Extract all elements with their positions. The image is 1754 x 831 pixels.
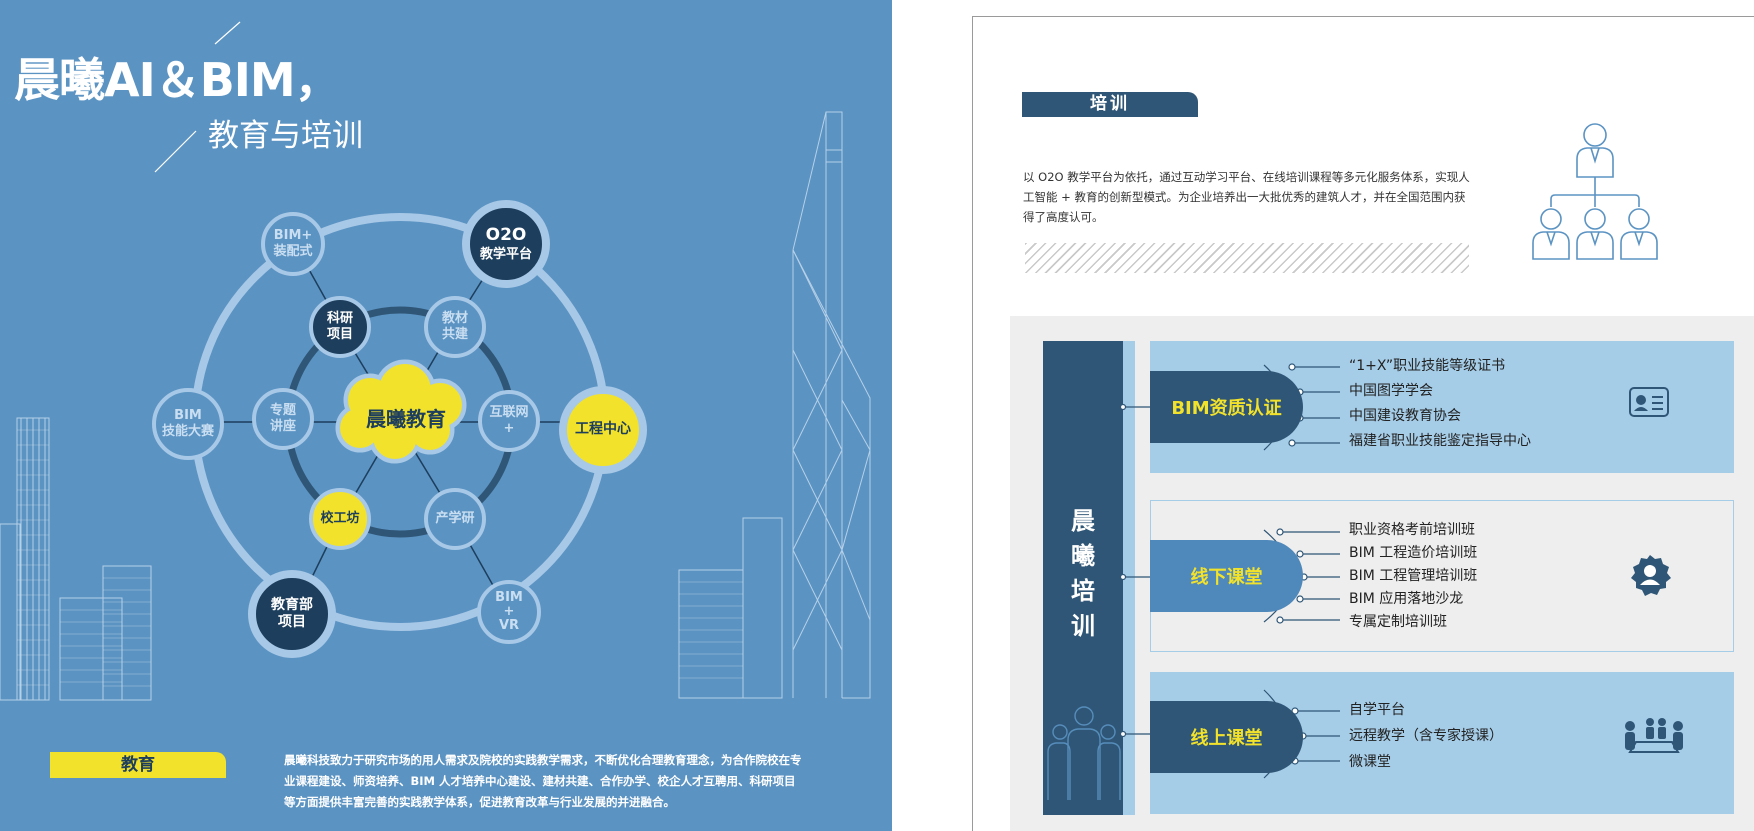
hatch-divider <box>1025 243 1469 273</box>
section-label-certification: BIM资质认证 <box>1150 371 1303 443</box>
list-item: 专属定制培训班 <box>1349 614 1447 630</box>
node-o2o: O2O 教学平台 <box>462 200 550 288</box>
meeting-icon <box>1625 718 1683 753</box>
list-item: BIM 应用落地沙龙 <box>1349 591 1464 607</box>
node-research: 科研 项目 <box>309 296 371 358</box>
section-label-online: 线上课堂 <box>1150 701 1303 773</box>
list-item: 中国图学学会 <box>1349 383 1433 399</box>
node-workshop: 校工坊 <box>309 488 371 550</box>
people-group-icon <box>1047 706 1121 800</box>
id-card-icon <box>1629 387 1669 417</box>
node-industry: 产学研 <box>424 488 486 550</box>
badge-person-icon <box>1631 555 1671 596</box>
org-chart-icon <box>1532 123 1658 260</box>
node-bim-vr: BIM + VR <box>477 580 541 644</box>
side-bar <box>1043 341 1123 815</box>
training-description: 以 O2O 教学平台为依托，通过互动学习平台、在线培训课程等多元化服务体系，实现… <box>1023 170 1470 224</box>
offline-list: 职业资格考前培训班 BIM 工程造价培训班 BIM 工程管理培训班 BIM 应用… <box>1349 519 1477 634</box>
node-internet: 互联网 + <box>478 390 540 452</box>
certification-list: “1+X”职业技能等级证书 中国图学学会 中国建设教育协会 福建省职业技能鉴定指… <box>1349 354 1531 454</box>
training-tag: 培训 <box>1022 92 1198 117</box>
page-subtitle: 教育与培训 <box>208 118 363 154</box>
center-node-label: 晨曦教育 <box>366 406 446 431</box>
node-bim-contest: BIM 技能大赛 <box>152 388 224 460</box>
list-item: BIM 工程管理培训班 <box>1349 568 1478 584</box>
page-title: 晨曦AI＆BIM， <box>14 53 341 107</box>
list-item: 职业资格考前培训班 <box>1349 522 1475 538</box>
list-item: 远程教学（含专家授课） <box>1349 728 1503 744</box>
node-moe-project: 教育部 项目 <box>248 570 336 658</box>
list-item: BIM 工程造价培训班 <box>1349 545 1478 561</box>
online-list: 自学平台 远程教学（含专家授课） 微课堂 <box>1349 697 1503 775</box>
education-tag: 教育 <box>50 752 226 778</box>
node-bim-prefab: BIM+ 装配式 <box>261 212 325 276</box>
side-title: 晨 曦 培 训 <box>1071 507 1095 640</box>
list-item: 福建省职业技能鉴定指导中心 <box>1349 433 1531 449</box>
education-description: 晨曦科技致力于研究市场的用人需求及院校的实践教学需求，不断优化合理教育理念，为合… <box>284 753 802 809</box>
section-label-offline: 线下课堂 <box>1150 540 1303 612</box>
list-item: 自学平台 <box>1349 702 1405 718</box>
node-lecture: 专题 讲座 <box>252 388 314 450</box>
list-item: 中国建设教育协会 <box>1349 408 1461 424</box>
node-eng-center: 工程中心 <box>559 386 647 474</box>
list-item: “1+X”职业技能等级证书 <box>1349 358 1506 374</box>
left-page: 晨曦AI＆BIM， 教育与培训 晨曦教育 BIM+ 装配式 O2O 教学平台 B… <box>0 0 892 831</box>
side-bar-accent <box>1123 341 1135 815</box>
node-textbook: 教材 共建 <box>424 296 486 358</box>
list-item: 微课堂 <box>1349 754 1391 770</box>
